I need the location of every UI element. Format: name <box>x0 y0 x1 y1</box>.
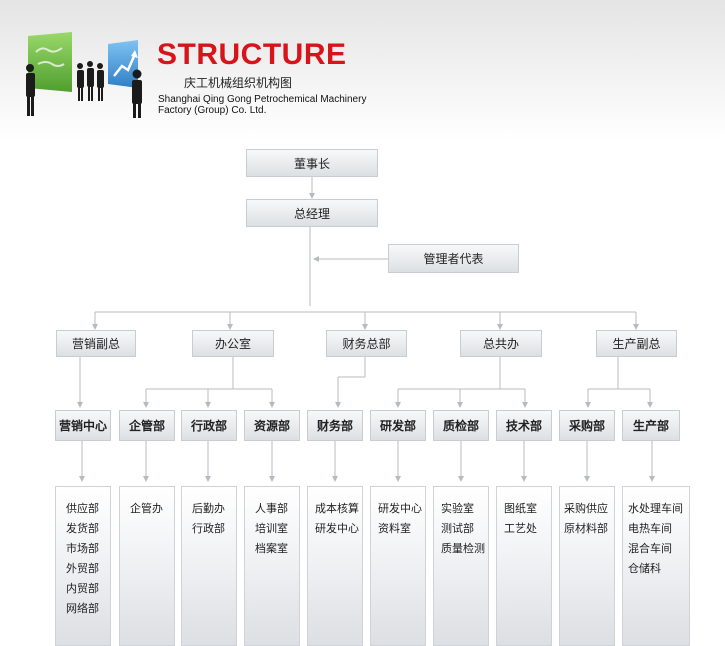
department-quality-inspection[interactable]: 质检部 <box>433 410 489 441</box>
department-resources[interactable]: 资源部 <box>244 410 300 441</box>
list-item: 行政部 <box>192 522 225 535</box>
node-chairman[interactable]: 董事长 <box>246 149 378 177</box>
detail-panel-finance: 成本核算 研发中心 <box>307 486 363 646</box>
page-title: STRUCTURE <box>157 38 347 71</box>
division-marketing-vp[interactable]: 营销副总 <box>56 330 136 357</box>
department-production[interactable]: 生产部 <box>622 410 680 441</box>
detail-panel-procurement: 采购供应 原材料部 <box>559 486 615 646</box>
list-item: 档案室 <box>255 542 288 555</box>
list-item: 混合车间 <box>628 542 672 555</box>
list-item: 研发中心 <box>378 502 422 515</box>
department-rnd[interactable]: 研发部 <box>370 410 426 441</box>
list-item: 市场部 <box>66 542 99 555</box>
division-production-vp[interactable]: 生产副总 <box>596 330 677 357</box>
list-item: 成本核算 <box>315 502 359 515</box>
department-procurement[interactable]: 采购部 <box>559 410 615 441</box>
department-marketing-center[interactable]: 营销中心 <box>55 410 111 441</box>
company-name-english: Shanghai Qing Gong Petrochemical Machine… <box>158 94 367 116</box>
list-item: 企管办 <box>130 502 163 515</box>
list-item: 资料室 <box>378 522 411 535</box>
growth-arrow-icon <box>113 53 137 77</box>
detail-panel-rnd: 研发中心 资料室 <box>370 486 426 646</box>
list-item: 供应部 <box>66 502 99 515</box>
division-finance-hq[interactable]: 财务总部 <box>326 330 407 357</box>
list-item: 质量检测 <box>441 542 485 555</box>
department-finance[interactable]: 财务部 <box>307 410 363 441</box>
list-item: 测试部 <box>441 522 474 535</box>
list-item: 工艺处 <box>504 522 537 535</box>
list-item: 培训室 <box>255 522 288 535</box>
list-item: 外贸部 <box>66 562 99 575</box>
detail-panel-resources: 人事部 培训室 档案室 <box>244 486 300 646</box>
list-item: 水处理车间 <box>628 502 683 515</box>
list-item: 实验室 <box>441 502 474 515</box>
list-item: 原材料部 <box>564 522 608 535</box>
list-item: 采购供应 <box>564 502 608 515</box>
department-enterprise-management[interactable]: 企管部 <box>119 410 175 441</box>
node-general-manager[interactable]: 总经理 <box>246 199 378 227</box>
detail-panel-quality-inspection: 实验室 测试部 质量检测 <box>433 486 489 646</box>
division-general-office[interactable]: 总共办 <box>460 330 542 357</box>
page-subtitle-chinese: 庆工机械组织机构图 <box>184 76 293 90</box>
list-item: 研发中心 <box>315 522 359 535</box>
list-item: 电热车间 <box>628 522 672 535</box>
company-logo <box>22 30 142 120</box>
division-office[interactable]: 办公室 <box>192 330 274 357</box>
detail-panel-production: 水处理车间 电热车间 混合车间 仓储科 <box>622 486 690 646</box>
list-item: 人事部 <box>255 502 288 515</box>
list-item: 发货部 <box>66 522 99 535</box>
department-technical[interactable]: 技术部 <box>496 410 552 441</box>
department-administration[interactable]: 行政部 <box>181 410 237 441</box>
business-people-icon <box>26 61 142 118</box>
detail-panel-enterprise-management: 企管办 <box>119 486 175 646</box>
list-item: 网络部 <box>66 602 99 615</box>
detail-panel-technical: 图纸室 工艺处 <box>496 486 552 646</box>
list-item: 后勤办 <box>192 502 225 515</box>
node-management-representative[interactable]: 管理者代表 <box>388 244 519 273</box>
list-item: 内贸部 <box>66 582 99 595</box>
detail-panel-marketing-center: 供应部 发货部 市场部 外贸部 内贸部 网络部 <box>55 486 111 646</box>
detail-panel-administration: 后勤办 行政部 <box>181 486 237 646</box>
list-item: 图纸室 <box>504 502 537 515</box>
list-item: 仓储科 <box>628 562 661 575</box>
